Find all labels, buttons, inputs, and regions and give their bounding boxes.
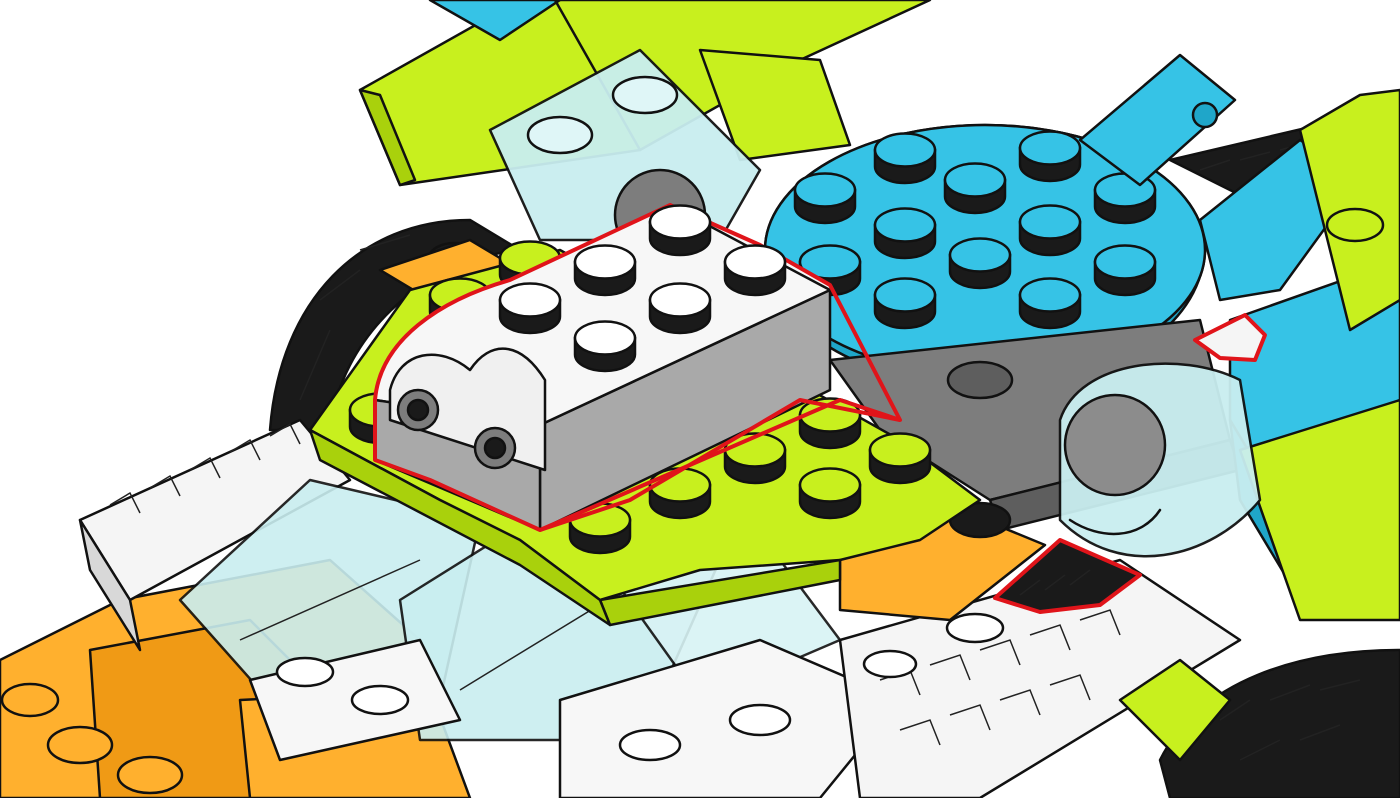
lego-brick-icon bbox=[1018, 277, 1082, 330]
lego-brick-icon bbox=[648, 282, 712, 335]
lego-brick-icon bbox=[793, 172, 857, 225]
azure-arm-right bbox=[1198, 88, 1400, 622]
lego-brick-icon bbox=[873, 207, 937, 260]
lego-brick-icon bbox=[798, 467, 862, 520]
wheel-tire-icon bbox=[268, 218, 522, 432]
lego-brick-icon bbox=[573, 244, 637, 297]
lego-brick-icon bbox=[873, 277, 937, 330]
white-brick-studs bbox=[498, 204, 787, 373]
lego-brick-icon bbox=[1018, 204, 1082, 257]
highlighted-small-clip bbox=[1193, 313, 1267, 362]
lego-brick-icon bbox=[868, 432, 932, 485]
lego-brick-icon bbox=[1093, 244, 1157, 297]
lego-brick-icon bbox=[1018, 130, 1082, 183]
lego-brick-icon bbox=[798, 397, 862, 450]
white-bottom-bricks bbox=[248, 638, 902, 798]
lego-brick-icon bbox=[568, 502, 632, 555]
gear-rack-icon bbox=[78, 418, 352, 652]
highlighted-black-rack bbox=[993, 538, 1142, 614]
azure-plate-studs bbox=[793, 130, 1157, 330]
lego-brick-icon bbox=[648, 204, 712, 257]
lego-brick-icon bbox=[873, 132, 937, 185]
transparent-ball-joint bbox=[1058, 362, 1262, 558]
lego-brick-icon bbox=[723, 244, 787, 297]
lego-brick-icon bbox=[573, 320, 637, 373]
wheel-tire-icon bbox=[1118, 648, 1400, 798]
lego-brick-icon bbox=[648, 467, 712, 520]
lego-brick-icon bbox=[943, 162, 1007, 215]
lego-brick-icon bbox=[948, 237, 1012, 290]
highlight-outline-edge bbox=[539, 398, 901, 532]
lego-brick-icon bbox=[498, 282, 562, 335]
